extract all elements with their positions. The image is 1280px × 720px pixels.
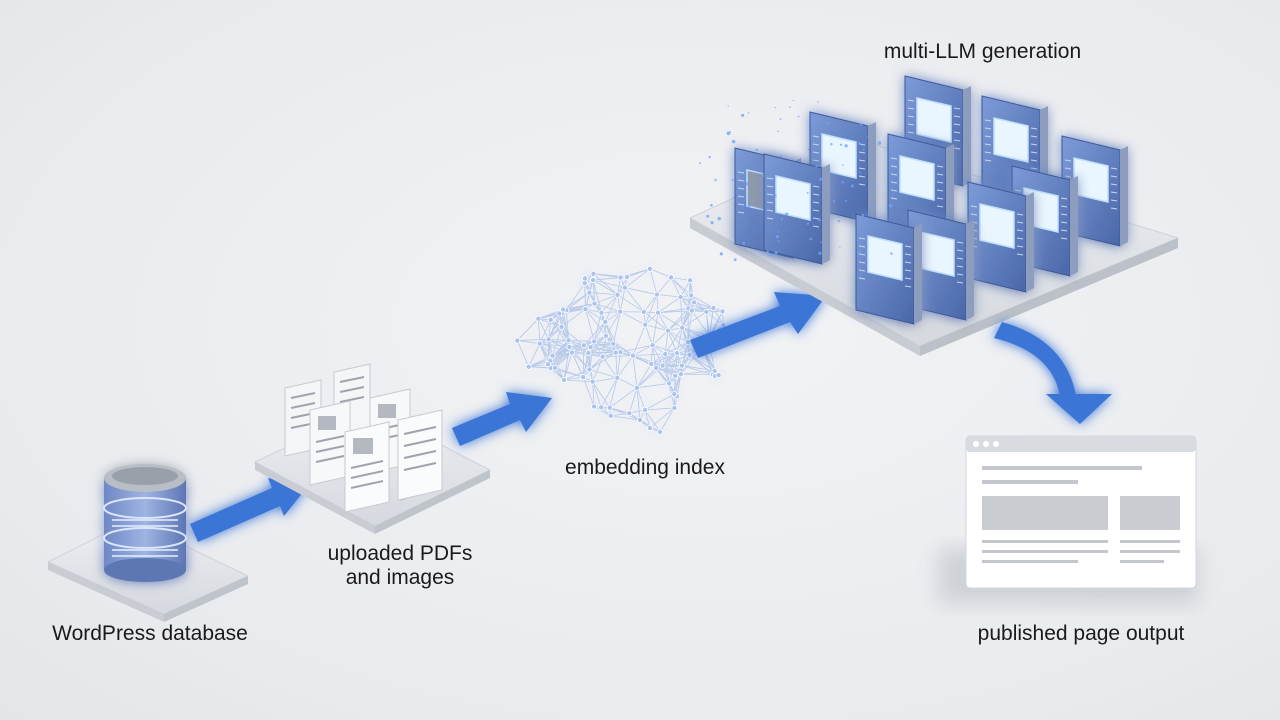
documents-label-line-1: uploaded PDFs [327, 542, 473, 565]
database-stage [46, 464, 250, 622]
database-cylinder-icon [103, 464, 187, 582]
flow-arrow-1 [190, 478, 308, 542]
llm-label: multi-LLM generation [883, 40, 1082, 63]
embedding-label: embedding index [565, 456, 725, 479]
flow-arrow-4 [994, 322, 1112, 424]
documents-stage [253, 363, 492, 534]
neural-network-brain-icon [514, 265, 727, 435]
output-stage [938, 435, 1198, 604]
database-label: WordPress database [52, 622, 248, 645]
flow-arrow-3 [690, 292, 826, 358]
output-label: published page output [977, 622, 1185, 645]
browser-window-icon [965, 435, 1197, 589]
llm-stage [688, 75, 1180, 356]
document-stack-icon [284, 363, 443, 513]
documents-label-line-2: and images [345, 566, 455, 589]
flow-arrow-2 [452, 392, 552, 446]
documents-label: uploaded PDFs and images [290, 542, 510, 590]
